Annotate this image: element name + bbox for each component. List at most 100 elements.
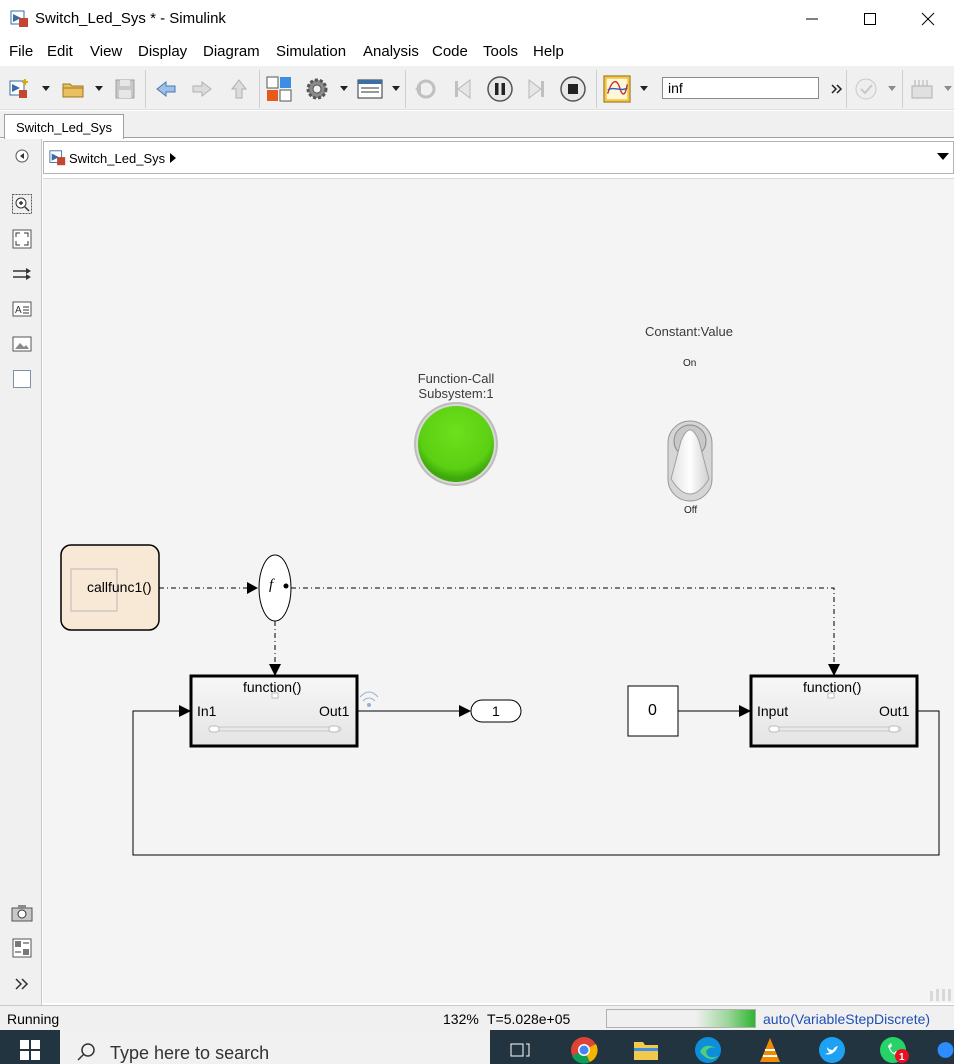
menu-file[interactable]: File [9, 43, 34, 60]
subsystem-2-title: function() [803, 679, 862, 695]
menu-analysis[interactable]: Analysis [363, 43, 419, 60]
stop-button[interactable] [559, 75, 587, 103]
menu-simulation[interactable]: Simulation [276, 43, 347, 60]
menu-view[interactable]: View [90, 43, 123, 60]
close-icon [921, 12, 935, 26]
more-button[interactable] [826, 75, 848, 103]
fit-view-button[interactable] [11, 228, 33, 250]
settings-button[interactable] [303, 75, 331, 103]
edge-taskbar-button[interactable] [693, 1036, 723, 1064]
annotation-button[interactable]: A [11, 298, 33, 320]
toolbar-separator [846, 70, 847, 108]
build-button[interactable] [908, 75, 936, 103]
caret-down-icon[interactable] [391, 83, 401, 93]
open-button[interactable] [59, 75, 87, 103]
resize-grip-icon[interactable] [930, 989, 951, 1001]
maximize-button[interactable] [841, 0, 899, 38]
up-button[interactable] [225, 75, 253, 103]
chevron-down-icon[interactable] [937, 153, 949, 161]
lamp-block[interactable] [414, 402, 498, 486]
menu-diagram[interactable]: Diagram [203, 43, 260, 60]
start-button[interactable] [15, 1036, 45, 1064]
caret-down-icon[interactable] [339, 83, 349, 93]
twitter-icon [819, 1037, 845, 1063]
diagram-svg [60, 402, 951, 1001]
report-button[interactable] [11, 937, 33, 959]
zoom-in-icon [12, 194, 32, 214]
signal-arrowheads [179, 705, 751, 717]
step-back-button[interactable] [449, 75, 477, 103]
caret-down-icon[interactable] [94, 83, 104, 93]
switch-on-label: On [683, 358, 697, 369]
subsystem-1-out-port: Out1 [319, 703, 350, 719]
library-browser-icon [266, 76, 292, 102]
maximize-icon [864, 13, 876, 25]
tab-switch-led-sys[interactable]: Switch_Led_Sys [4, 114, 124, 139]
back-icon [156, 80, 176, 98]
save-button[interactable] [111, 75, 139, 103]
whatsapp-taskbar-button[interactable]: 1 [879, 1036, 909, 1064]
vlc-taskbar-button[interactable] [755, 1036, 785, 1064]
stop-time-input[interactable]: inf [662, 77, 819, 99]
library-browser-button[interactable] [265, 75, 293, 103]
taskbar-search-box[interactable]: Type here to search [60, 1030, 490, 1064]
task-view-button[interactable] [505, 1036, 535, 1064]
close-button[interactable] [899, 0, 954, 38]
menu-display[interactable]: Display [138, 43, 188, 60]
twitter-taskbar-button[interactable] [817, 1036, 847, 1064]
model-explorer-button[interactable] [356, 75, 384, 103]
menu-help[interactable]: Help [533, 43, 564, 60]
scope-button[interactable] [603, 75, 631, 103]
minimize-button[interactable] [783, 0, 841, 38]
zoom-taskbar-button[interactable] [937, 1036, 954, 1064]
subsystem-2-out-port: Out1 [879, 703, 910, 719]
pause-button[interactable] [486, 75, 514, 103]
caret-down-icon[interactable] [943, 83, 953, 93]
fcall-symbol: f [269, 577, 274, 593]
zoom-in-button[interactable] [11, 193, 33, 215]
file-explorer-taskbar-button[interactable] [631, 1036, 661, 1064]
snapshot-button[interactable] [11, 902, 33, 924]
chart-block-label: callfunc1() [87, 579, 152, 595]
new-model-button[interactable] [6, 75, 34, 103]
whatsapp-icon [880, 1037, 909, 1063]
toolbar-separator [259, 70, 260, 108]
subsystem-1-title: function() [243, 679, 302, 695]
wifi-icon [359, 691, 379, 707]
windows-taskbar: Type here to search [0, 1030, 954, 1064]
toolbar-separator [902, 70, 903, 108]
forward-button[interactable] [188, 75, 216, 103]
image-button[interactable] [11, 333, 33, 355]
back-button[interactable] [152, 75, 180, 103]
edge-icon [695, 1037, 721, 1063]
simulation-time: T=5.028e+05 [487, 1011, 571, 1027]
menu-edit[interactable]: Edit [47, 43, 73, 60]
breadcrumb-arrow-icon[interactable] [169, 152, 177, 164]
caret-down-icon[interactable] [639, 83, 649, 93]
title-bar: Switch_Led_Sys * - Simulink [0, 0, 954, 38]
more-icon [831, 84, 843, 94]
simulink-logo-icon [10, 10, 28, 27]
expand-palette-button[interactable] [11, 973, 33, 995]
function-call-split-block[interactable] [258, 554, 292, 622]
toggle-switch-block[interactable] [667, 420, 713, 502]
chrome-taskbar-button[interactable] [569, 1036, 599, 1064]
menu-code[interactable]: Code [432, 43, 468, 60]
lamp-label-line1: Function-Call [417, 371, 495, 386]
menu-bar: File Edit View Display Diagram Simulatio… [0, 40, 954, 64]
settings-gear-icon [306, 78, 328, 100]
hide-browser-button[interactable] [11, 145, 33, 167]
arrange-button[interactable] [11, 263, 33, 285]
step-back-config-button[interactable] [412, 75, 440, 103]
subsystem-1-block[interactable] [189, 674, 359, 748]
step-forward-button[interactable] [522, 75, 550, 103]
subsystem-2-in-port: Input [757, 703, 789, 719]
check-button[interactable] [852, 75, 880, 103]
breadcrumb-model[interactable]: Switch_Led_Sys [69, 151, 166, 166]
model-canvas[interactable]: Function-Call Subsystem:1 Constant:Value… [43, 178, 954, 1003]
menu-tools[interactable]: Tools [483, 43, 519, 60]
caret-down-icon[interactable] [887, 83, 897, 93]
caret-down-icon[interactable] [41, 83, 51, 93]
solver-link[interactable]: auto(VariableStepDiscrete) [763, 1011, 931, 1027]
area-button[interactable] [11, 368, 33, 390]
